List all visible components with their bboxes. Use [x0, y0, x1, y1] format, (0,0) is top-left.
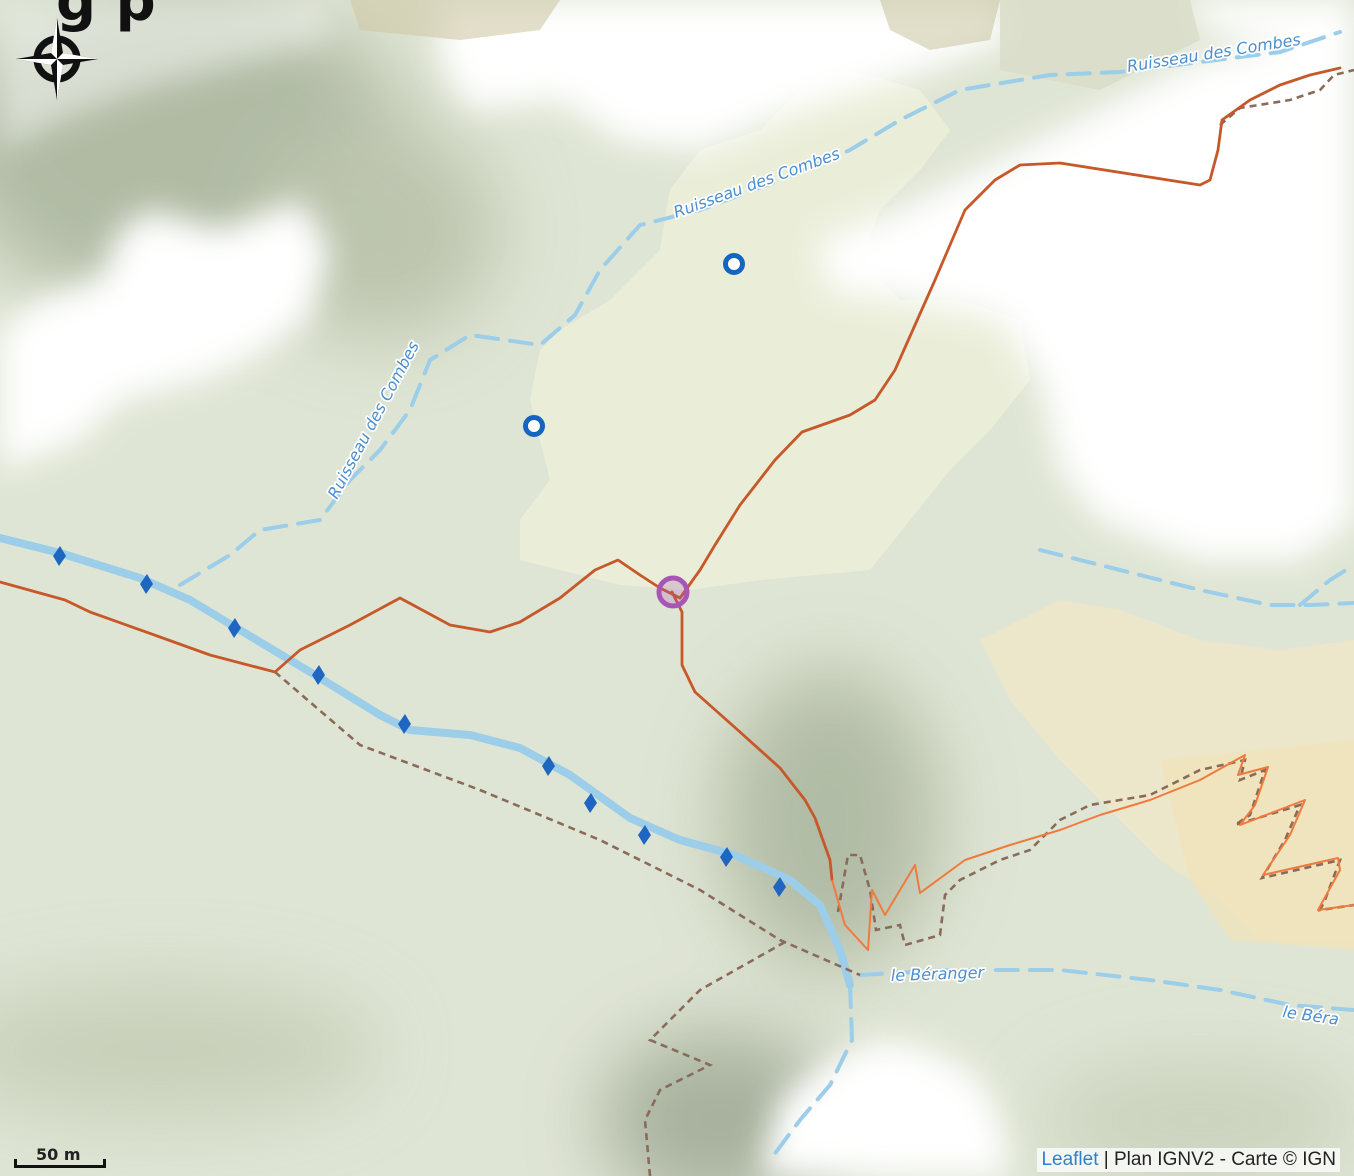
- footpaths: [274, 68, 1354, 1176]
- attribution-source: Plan IGNV2 - Carte © IGN: [1113, 1149, 1336, 1170]
- river-markers: [53, 546, 786, 897]
- scale-control: 50 m: [14, 1145, 106, 1168]
- river-main: [0, 534, 854, 989]
- scale-label: 50 m: [36, 1145, 81, 1164]
- river-marker[interactable]: [720, 847, 733, 867]
- river-marker[interactable]: [140, 574, 153, 594]
- river-marker[interactable]: [773, 877, 786, 897]
- attribution-separator: |: [1098, 1149, 1114, 1170]
- attribution: Leaflet | Plan IGNV2 - Carte © IGN: [1037, 1148, 1340, 1172]
- compass-icon[interactable]: [14, 16, 100, 102]
- vegetation-patch: [1000, 0, 1200, 90]
- ring-marker-icon[interactable]: [723, 253, 745, 275]
- ring-marker-icon[interactable]: [523, 415, 545, 437]
- meadow-zone: [520, 70, 1030, 590]
- river-marker[interactable]: [638, 825, 651, 845]
- river-marker[interactable]: [398, 714, 411, 734]
- tan-zone-2: [1160, 740, 1354, 950]
- tan-patch-north: [350, 0, 560, 40]
- river-marker[interactable]: [584, 793, 597, 813]
- selected-marker-icon[interactable]: [656, 575, 690, 609]
- trails-secondary: [831, 754, 1354, 951]
- page-heading-fragment: g p: [56, 0, 156, 34]
- streams: [178, 30, 1354, 1162]
- waypoints: [523, 253, 745, 437]
- stream-label-beranger: le Béranger: [890, 963, 985, 985]
- river-marker[interactable]: [312, 665, 325, 685]
- river-marker[interactable]: [228, 618, 241, 638]
- river-marker[interactable]: [53, 546, 66, 566]
- leaflet-link[interactable]: Leaflet: [1041, 1149, 1099, 1170]
- river-marker[interactable]: [542, 756, 555, 776]
- tan-patch-north-2: [880, 0, 1000, 50]
- trails-primary: [0, 66, 1342, 882]
